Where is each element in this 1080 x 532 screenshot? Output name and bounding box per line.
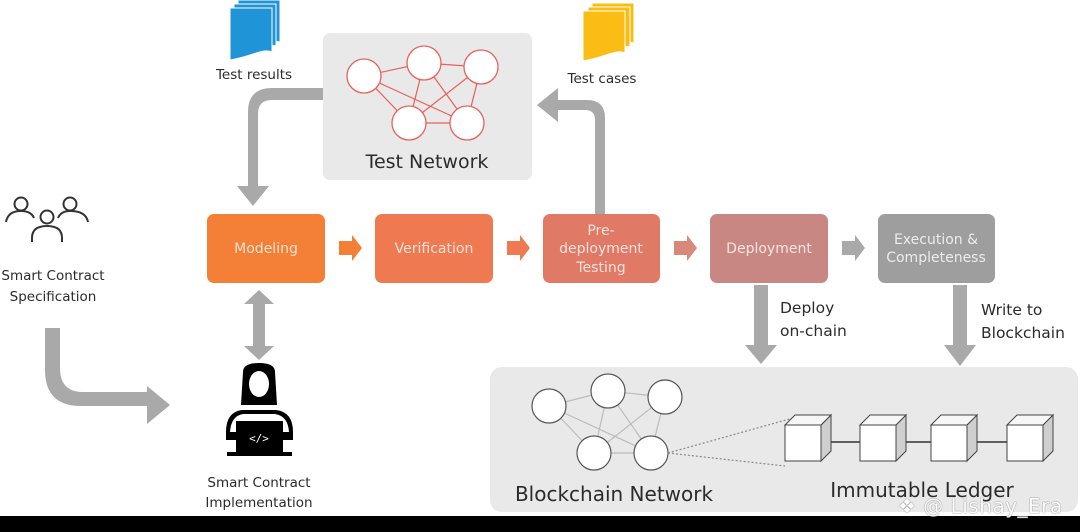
bidirectional-arrow-icon (244, 290, 274, 360)
implementation-label-2: Implementation (205, 495, 312, 511)
stage-deployment-box (710, 214, 828, 283)
write-label-2: Blockchain (981, 324, 1065, 342)
stage-verification-box (375, 214, 493, 283)
test-network-edge (363, 75, 468, 124)
stage-pre-deployment-label-3: Testing (575, 260, 625, 276)
arrow-right-icon (507, 235, 530, 261)
blockchain-panel (490, 367, 1078, 512)
code-glyph: </> (249, 432, 269, 445)
stage-execution-box (878, 214, 995, 283)
test-cases-label: Test cases (567, 71, 637, 87)
bottom-black-bar (0, 516, 1080, 532)
test-network-label: Test Network (365, 151, 489, 173)
specification-label-2: Specification (10, 289, 97, 305)
test-network-node (346, 58, 382, 94)
stage-pre-deployment-label-1: Pre- (587, 223, 614, 239)
blockchain-node (590, 373, 626, 409)
deploy-label-2: on-chain (780, 322, 847, 340)
test-network-node (449, 105, 485, 141)
stage-pre-deployment-label-2: deployment (559, 241, 643, 257)
arrow-pre-deployment-to-test-network (537, 88, 605, 214)
test-network-node (406, 45, 442, 81)
immutable-ledger-label: Immutable Ledger (830, 478, 1014, 502)
stage-execution-label-2: Completeness (886, 250, 986, 266)
deploy-label-1: Deploy (780, 299, 834, 317)
implementation-label-1: Smart Contract (207, 475, 310, 491)
test-network-node (463, 49, 499, 85)
blockchain-node (633, 435, 669, 471)
test-network-nodes (346, 45, 499, 141)
ledger-block-cube (929, 413, 979, 463)
arrow-right-icon (674, 235, 697, 261)
developer-laptop-icon (226, 363, 293, 456)
ledger-block-cube (783, 413, 833, 463)
blockchain-nodes (531, 373, 683, 471)
test-results-icon (229, 0, 281, 61)
test-results-label: Test results (215, 67, 292, 83)
specification-label-1: Smart Contract (1, 268, 104, 284)
stage-execution-label-1: Execution & (894, 232, 978, 248)
write-to-blockchain-arrow (944, 285, 976, 366)
stage-verification-label: Verification (395, 241, 474, 257)
deploy-on-chain-arrow (745, 285, 777, 364)
blockchain-node (531, 388, 567, 424)
stage-deployment-label: Deployment (726, 241, 812, 257)
ledger-blocks (783, 413, 1055, 463)
blockchain-node (576, 435, 612, 471)
blockchain-network-label: Blockchain Network (515, 482, 714, 506)
blockchain-node (647, 379, 683, 415)
stage-pre-deployment-box (543, 214, 660, 283)
test-network-node (391, 105, 427, 141)
watermark: ❖ @ Lishay_Era (898, 494, 1063, 518)
stage-modeling-label: Modeling (234, 241, 298, 257)
test-cases-icon (582, 2, 635, 62)
arrow-specification-to-implementation (45, 328, 170, 424)
feedback-arrow-test-results (237, 88, 323, 206)
zoom-dashed-lines (667, 417, 794, 467)
write-label-1: Write to (981, 301, 1042, 319)
blockchain-edge (548, 405, 652, 454)
people-group-icon (5, 196, 89, 242)
ledger-block-cube (858, 413, 908, 463)
stage-modeling-box (207, 214, 325, 283)
ledger-block-cube (1005, 413, 1055, 463)
arrow-right-icon (842, 235, 865, 261)
arrow-right-icon (339, 235, 362, 261)
